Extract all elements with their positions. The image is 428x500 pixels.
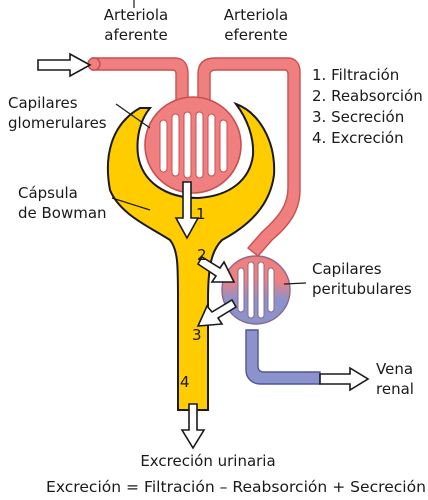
efferent-label-2: eferente: [224, 26, 287, 44]
bowman-capsule: [106, 101, 276, 411]
filtration-arrow: [174, 181, 200, 240]
legend-item-3: 3. Secreción: [312, 108, 404, 126]
bowman-leader: [111, 197, 151, 211]
legend-item-2: 2. Reabsorción: [312, 87, 423, 105]
afferent-label-2: aferente: [104, 26, 167, 44]
excretion-formula: Excreción = Filtración – Reabsorción + S…: [46, 478, 426, 496]
step-number-2: 2: [197, 246, 207, 264]
peritubular-label-2: peritubulares: [312, 280, 412, 298]
efferent-label-1: Arteriola: [224, 6, 288, 24]
peritubular-vessels: [221, 255, 321, 385]
step-number-4: 4: [180, 373, 190, 391]
peritubular-leader: [283, 282, 307, 285]
bowman-label-1: Cápsula: [18, 184, 78, 202]
arterial-vessels: [87, 57, 301, 257]
flow-arrows: [37, 52, 370, 450]
step-number-3: 3: [192, 326, 202, 344]
vein-label-2: renal: [376, 380, 414, 398]
glomerular-label-1: Capilares: [8, 94, 78, 112]
afferent-label-1: Arteriola: [104, 6, 168, 24]
glomerular-label-2: glomerulares: [8, 114, 107, 132]
peritubular-label-1: Capilares: [312, 260, 382, 278]
glomerular-leader: [115, 103, 151, 129]
inflow-arrow: [37, 52, 92, 78]
legend-item-4: 4. Excreción: [312, 129, 404, 147]
urinary-excretion-label: Excreción urinaria: [140, 452, 275, 470]
outflow-arrow: [319, 366, 370, 392]
bowman-label-2: de Bowman: [18, 204, 107, 222]
legend-item-1: 1. Filtración: [312, 66, 399, 84]
reabsorption-arrow: [196, 255, 236, 283]
secretion-arrow: [196, 298, 238, 327]
vein-label-1: Vena: [376, 360, 413, 378]
excretion-arrow: [180, 403, 206, 450]
step-number-1: 1: [196, 205, 206, 223]
